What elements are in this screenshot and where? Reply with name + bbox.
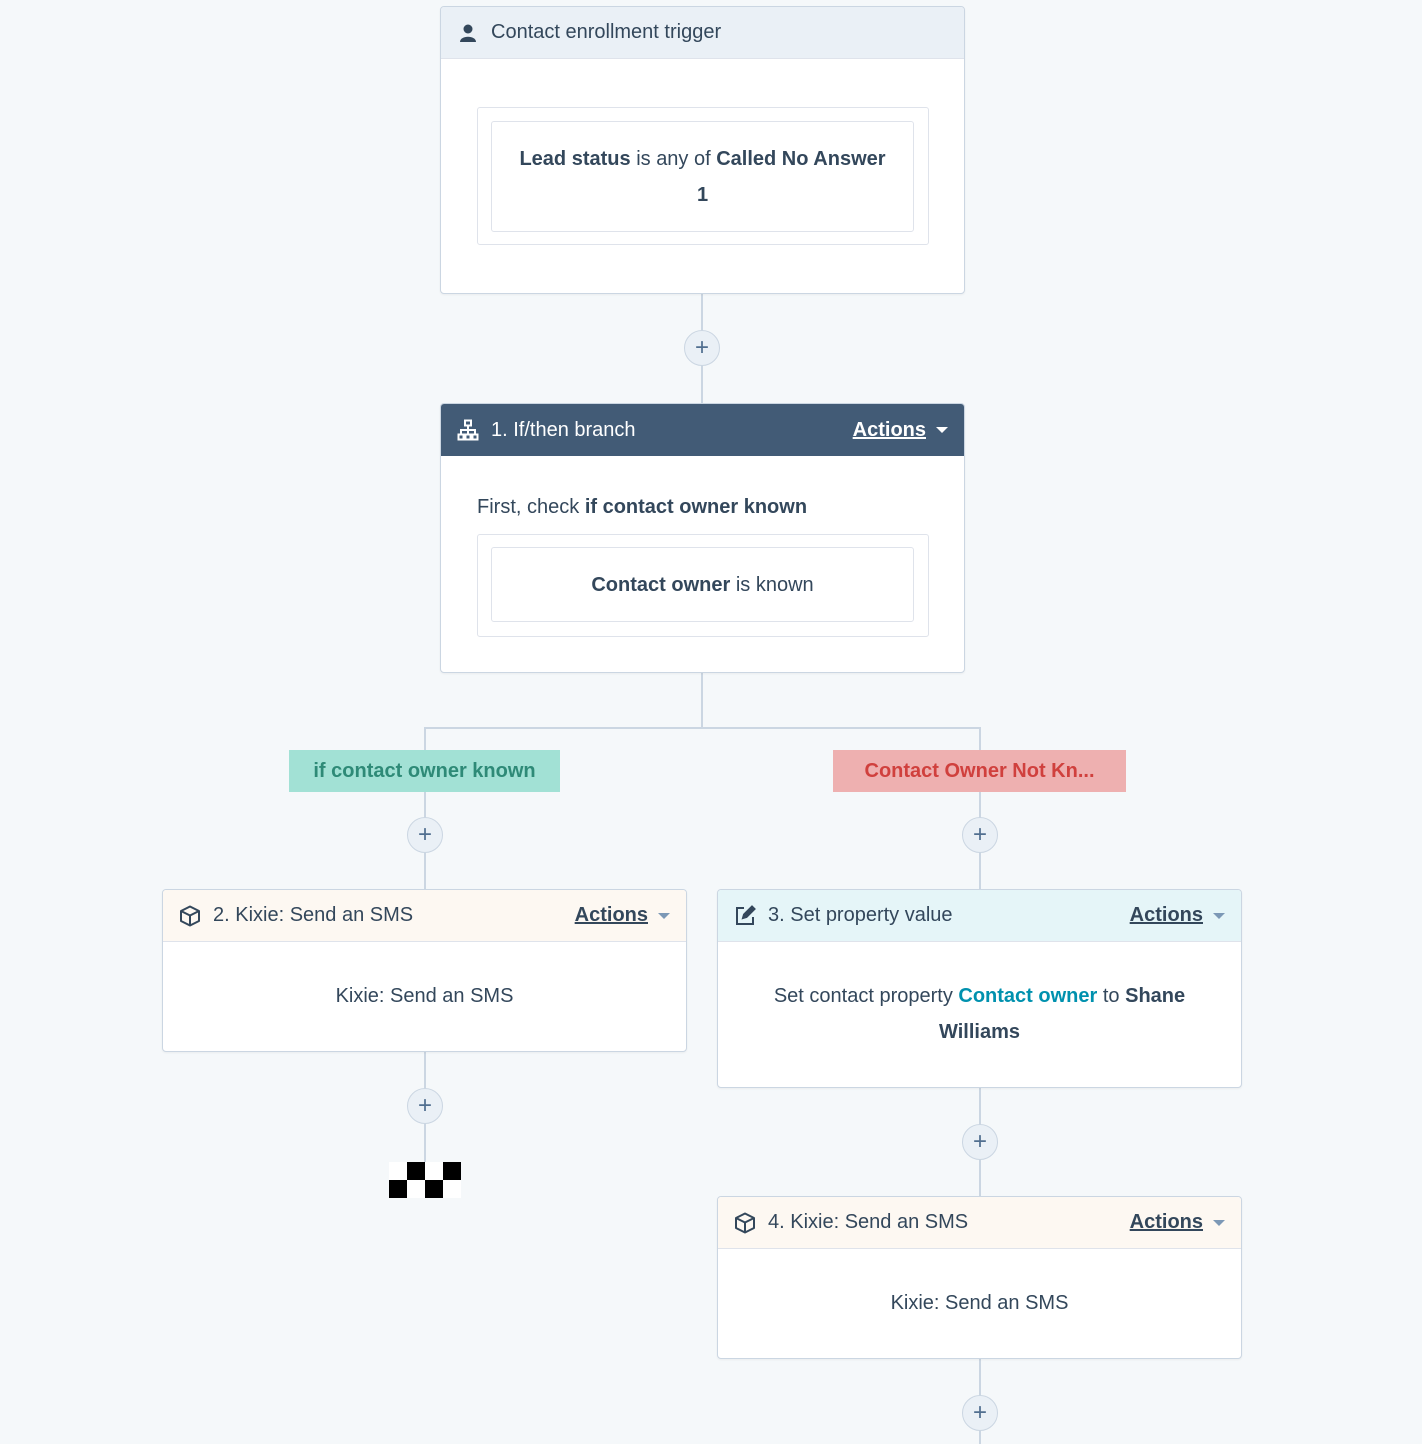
trigger-filter[interactable]: Lead status is any of Called No Answer 1 — [491, 121, 914, 232]
action2-header: 2. Kixie: Send an SMS Actions — [163, 890, 686, 942]
branch-header: 1. If/then branch Actions — [441, 404, 964, 456]
add-action-button[interactable]: + — [407, 1088, 443, 1124]
trigger-title: Contact enrollment trigger — [491, 21, 722, 43]
add-action-button[interactable]: + — [407, 817, 443, 853]
property-link[interactable]: Contact owner — [958, 985, 1098, 1007]
action2-title: 2. Kixie: Send an SMS — [213, 904, 414, 926]
action2-body: Kixie: Send an SMS — [335, 985, 514, 1007]
action3-actions-dropdown[interactable]: Actions — [1130, 904, 1225, 927]
actions-label: Actions — [852, 418, 926, 441]
caret-down-icon — [1213, 912, 1225, 919]
action3-title: 3. Set property value — [768, 904, 953, 926]
if-then-branch-card[interactable]: 1. If/then branch Actions First, check i… — [440, 403, 965, 673]
action4-actions-dropdown[interactable]: Actions — [1130, 1211, 1225, 1234]
filter-property: Contact owner — [591, 573, 731, 596]
edit-icon — [734, 904, 756, 927]
branch-check-text: First, check if contact owner known — [477, 496, 808, 518]
filter-value: Called No Answer 1 — [696, 147, 886, 206]
add-action-button[interactable]: + — [962, 1124, 998, 1160]
filter-operator: is known — [735, 573, 814, 596]
action4-header: 4. Kixie: Send an SMS Actions — [718, 1197, 1241, 1249]
action3-body: Set contact property Contact owner to Sh… — [773, 985, 1186, 1043]
kixie-sms-card-2[interactable]: 2. Kixie: Send an SMS Actions Kixie: Sen… — [162, 889, 687, 1052]
filter-property: Lead status — [519, 147, 631, 170]
branch-icon — [457, 419, 479, 441]
caret-down-icon — [1213, 1219, 1225, 1226]
add-action-button[interactable]: + — [684, 330, 720, 366]
set-property-card-3[interactable]: 3. Set property value Actions Set contac… — [717, 889, 1242, 1088]
action4-body: Kixie: Send an SMS — [890, 1292, 1069, 1314]
action2-actions-dropdown[interactable]: Actions — [575, 904, 670, 927]
cube-icon — [734, 1212, 756, 1234]
action4-title: 4. Kixie: Send an SMS — [768, 1211, 969, 1233]
kixie-sms-card-4[interactable]: 4. Kixie: Send an SMS Actions Kixie: Sen… — [717, 1196, 1242, 1359]
connector-line — [424, 727, 426, 890]
connector-line — [979, 727, 981, 890]
caret-down-icon — [658, 912, 670, 919]
branch-actions-dropdown[interactable]: Actions — [853, 419, 948, 442]
property-value: Shane Williams — [939, 985, 1186, 1043]
add-action-button[interactable]: + — [962, 817, 998, 853]
trigger-header: Contact enrollment trigger — [441, 7, 964, 59]
connector-line — [424, 727, 981, 729]
add-action-button[interactable]: + — [962, 1395, 998, 1431]
user-icon — [457, 22, 479, 44]
filter-operator: is any of — [636, 147, 711, 170]
caret-down-icon — [936, 427, 948, 433]
branch-filter[interactable]: Contact owner is known — [491, 547, 914, 622]
actions-label: Actions — [1129, 1211, 1203, 1233]
actions-label: Actions — [574, 904, 648, 926]
branch-label-known[interactable]: if contact owner known — [289, 750, 560, 792]
actions-label: Actions — [1129, 904, 1203, 926]
enrollment-trigger-card[interactable]: Contact enrollment trigger Lead status i… — [440, 6, 965, 294]
cube-icon — [179, 905, 201, 927]
action3-header: 3. Set property value Actions — [718, 890, 1241, 942]
connector-line — [701, 671, 703, 729]
branch-title: 1. If/then branch — [491, 418, 636, 441]
end-flag-icon — [389, 1162, 461, 1198]
branch-label-not-known[interactable]: Contact Owner Not Kn... — [833, 750, 1126, 792]
